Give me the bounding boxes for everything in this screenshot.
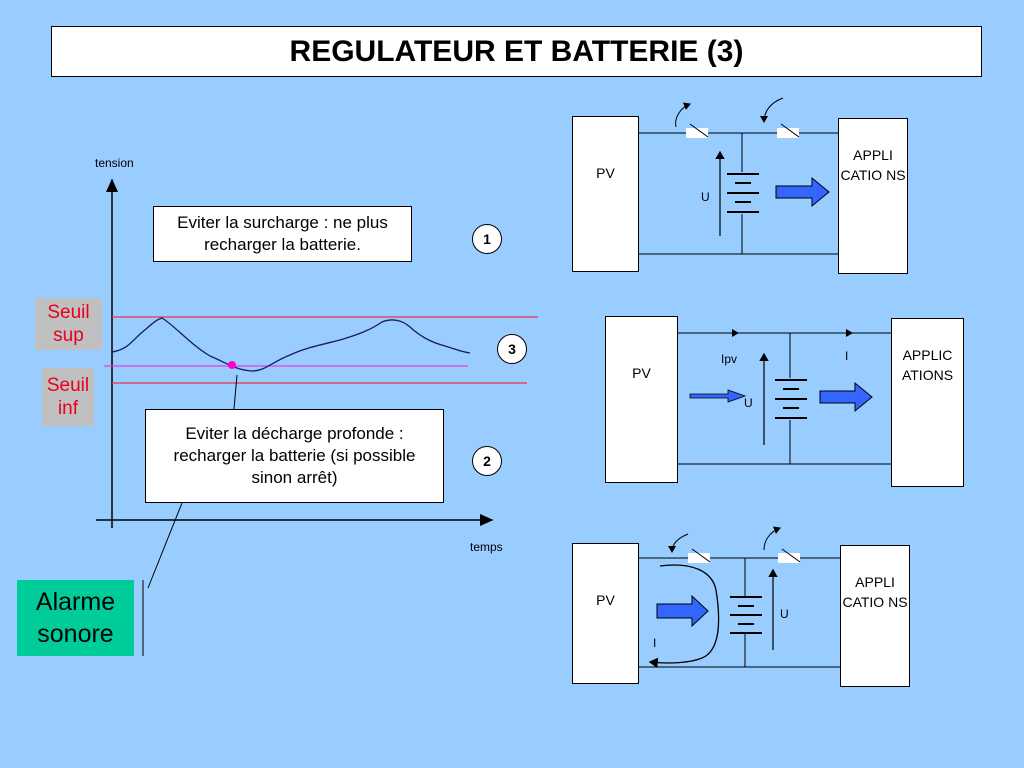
page-title: REGULATEUR ET BATTERIE (3): [51, 26, 982, 77]
circuit-1-pv-box: PV: [572, 116, 639, 272]
seuil-sup-label: Seuil sup: [35, 298, 102, 350]
circuit-1-voltage-label: U: [701, 190, 710, 204]
callout-decharge: Eviter la décharge profonde : recharger …: [145, 409, 444, 503]
circuit-2-wiring: [678, 329, 892, 465]
tension-curve: [111, 317, 471, 372]
circuit-3-pv-label: PV: [596, 592, 615, 608]
circuit-2-voltage-label: U: [744, 396, 753, 410]
marker-2: 2: [472, 446, 502, 476]
connector-surcharge: [233, 374, 238, 410]
circuit-2-ipv-label: Ipv: [721, 352, 738, 366]
circuit-3-applications-box: APPLI CATIO NS: [840, 545, 910, 687]
circuit-3-current-label: I: [653, 636, 657, 650]
circuit-1-applications-box: APPLI CATIO NS: [838, 118, 908, 274]
circuit-2-pv-box: PV: [605, 316, 678, 483]
circuit-2-pv-label: PV: [632, 365, 651, 381]
circuit-2-i-label: I: [845, 349, 849, 363]
circuit-3-voltage-label: U: [780, 607, 789, 621]
circuit-1-applications-label: APPLI CATIO NS: [840, 147, 906, 183]
circuit-1-pv-label: PV: [596, 165, 615, 181]
circuit-1-wiring: [638, 97, 838, 255]
circuit-3-pv-box: PV: [572, 543, 639, 684]
x-axis-label: temps: [470, 540, 503, 554]
callout-surcharge: Eviter la surcharge : ne plus recharger …: [153, 206, 412, 262]
circuit-3-applications-label: APPLI CATIO NS: [842, 574, 908, 610]
marker-1: 1: [472, 224, 502, 254]
y-axis-label: tension: [95, 156, 134, 170]
alarm-label: Alarme sonore: [17, 580, 134, 656]
circuit-3-wiring: [638, 526, 840, 668]
crossing-point: [228, 361, 236, 369]
marker-3: 3: [497, 334, 527, 364]
seuil-inf-label: Seuil inf: [42, 368, 94, 426]
circuit-2-applications-box: APPLIC ATIONS: [891, 318, 964, 487]
circuit-2-applications-label: APPLIC ATIONS: [901, 347, 954, 383]
connector-alarm: [147, 502, 183, 589]
